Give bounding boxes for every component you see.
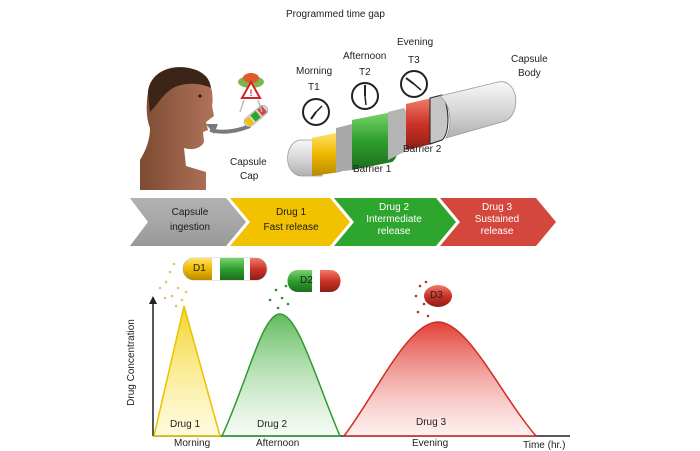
stage-chevron-drug3	[440, 198, 556, 246]
clock-label-morning: Morning	[296, 66, 333, 77]
pill-label-d2: D2	[300, 275, 313, 286]
clock-icon	[400, 70, 428, 98]
stage-chevron-drug1	[230, 198, 350, 246]
pill-label-d3: D3	[430, 290, 443, 301]
capsule-body-label-2: Body	[518, 68, 541, 79]
peak-drug2	[220, 313, 342, 437]
clock-icon	[302, 98, 330, 126]
x-label-morning: Morning	[174, 438, 211, 449]
stage-chevron-drug2	[334, 198, 456, 246]
x-label-afternoon: Afternoon	[256, 438, 300, 449]
capsule-cap-label-2: Cap	[240, 171, 259, 182]
capsule-body-label-1: Capsule	[511, 54, 548, 65]
y-axis-label: Drug Concentration	[125, 319, 137, 406]
barrier-1-label: Barrier 1	[353, 164, 392, 175]
peak-label-drug3: Drug 3	[416, 417, 447, 428]
drug2-particles	[268, 284, 290, 310]
clock-tag-t3: T3	[408, 55, 420, 66]
clock-label-evening: Evening	[397, 37, 434, 48]
clock-label-afternoon: Afternoon	[343, 51, 387, 62]
x-label-evening: Evening	[412, 438, 449, 449]
warning-symbol-icon: !	[238, 73, 264, 113]
diagram-title: Programmed time gap	[286, 9, 385, 20]
drug3-particles	[414, 280, 430, 318]
clock-tag-t1: T1	[308, 82, 320, 93]
drug1-particles	[158, 262, 188, 308]
ingestion-arrow	[206, 124, 251, 134]
peak-label-drug1: Drug 1	[170, 419, 201, 430]
x-axis-label: Time (hr.)	[523, 440, 566, 451]
clock-icon	[351, 82, 379, 110]
exploded-capsule	[287, 81, 517, 177]
small-capsule-icon	[243, 104, 269, 128]
clock-tag-t2: T2	[359, 67, 371, 78]
peak-drug1	[153, 305, 221, 437]
svg-text:!: !	[250, 88, 253, 98]
peak-drug3	[342, 321, 538, 437]
peak-label-drug2: Drug 2	[257, 419, 288, 430]
person-figure	[140, 66, 214, 190]
barrier-2-label: Barrier 2	[403, 144, 442, 155]
stage-chevrons	[130, 198, 556, 246]
pill-label-d1: D1	[193, 263, 206, 274]
pill-d2	[287, 270, 341, 292]
capsule-cap-label-1: Capsule	[230, 157, 267, 168]
pill-d1	[182, 257, 268, 281]
pill-d3	[424, 285, 452, 307]
